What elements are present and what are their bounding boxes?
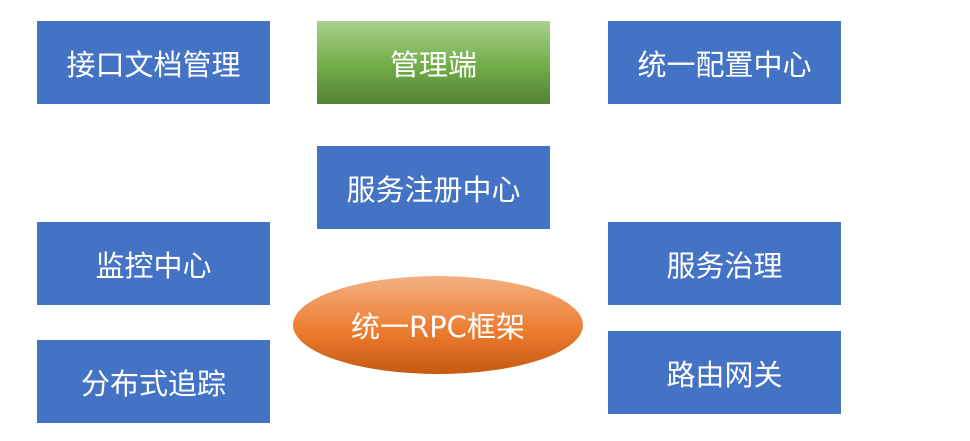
config-center-label: 统一配置中心 xyxy=(637,47,812,82)
service-governance-box: 服务治理 xyxy=(608,222,841,305)
distributed-tracing-box: 分布式追踪 xyxy=(37,340,270,423)
rpc-framework-ellipse: 统一RPC框架 xyxy=(293,276,583,374)
service-registry-box: 服务注册中心 xyxy=(317,146,550,229)
route-gateway-label: 路由网关 xyxy=(666,357,783,392)
admin-label: 管理端 xyxy=(389,47,477,82)
service-registry-label: 服务注册中心 xyxy=(346,172,521,207)
route-gateway-box: 路由网关 xyxy=(608,331,841,414)
admin-box: 管理端 xyxy=(317,21,550,104)
rpc-framework-label: 统一RPC框架 xyxy=(351,310,525,344)
monitor-center-label: 监控中心 xyxy=(95,248,212,283)
config-center-box: 统一配置中心 xyxy=(608,21,841,104)
api-doc-management-box: 接口文档管理 xyxy=(37,21,270,104)
api-doc-management-label: 接口文档管理 xyxy=(66,47,241,82)
monitor-center-box: 监控中心 xyxy=(37,222,270,305)
service-governance-label: 服务治理 xyxy=(666,248,783,283)
distributed-tracing-label: 分布式追踪 xyxy=(80,366,226,401)
